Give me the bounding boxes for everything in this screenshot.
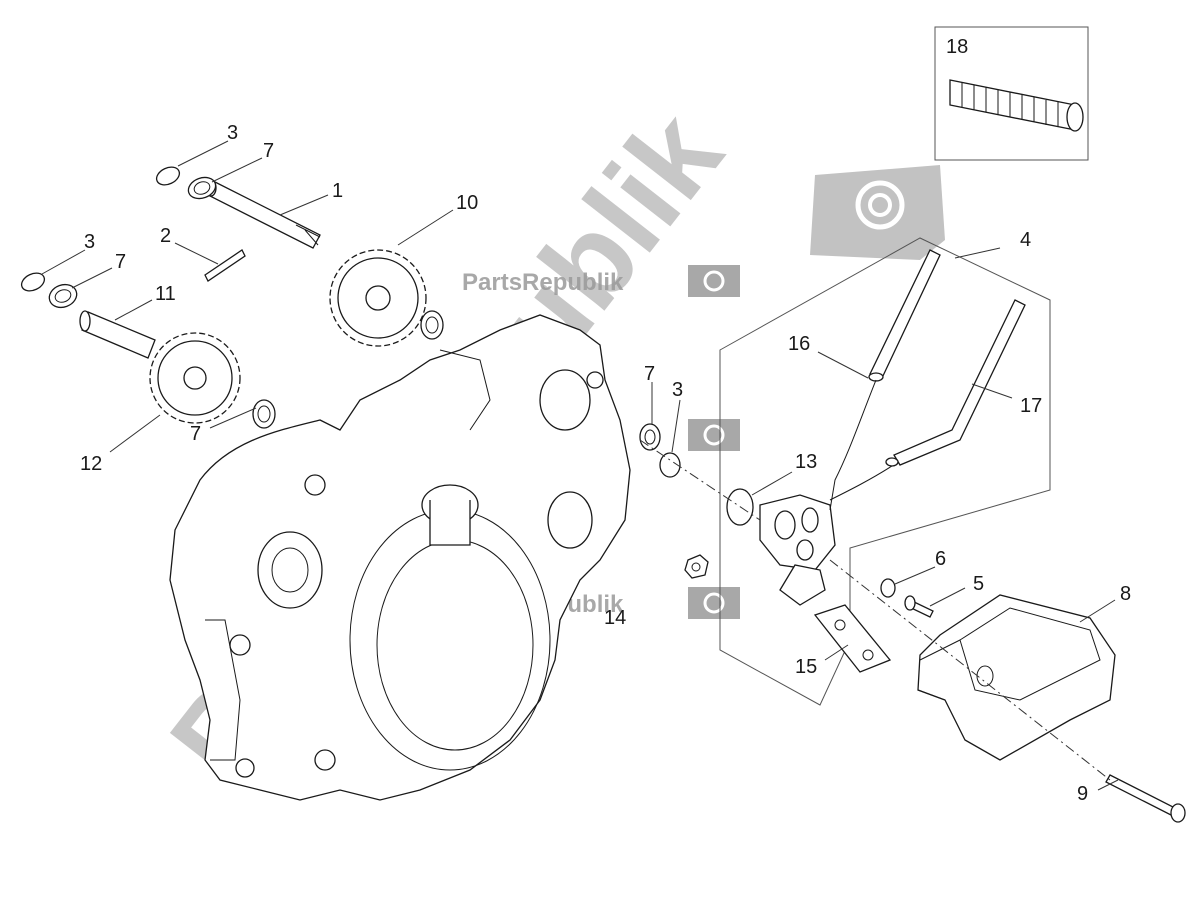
part-14-nut (684, 554, 709, 579)
part-5-screw (904, 595, 934, 618)
part-7-washer-left (48, 283, 78, 309)
part-9-bolt (1105, 774, 1186, 823)
callout-18: 18 (946, 36, 968, 58)
callout-7: 7 (190, 423, 201, 445)
part-4-kit-frame (719, 237, 1051, 706)
callout-7: 7 (115, 251, 126, 273)
callout-7: 7 (263, 140, 274, 162)
watermark-gear-icon (688, 587, 740, 619)
part-6-washer (880, 578, 896, 598)
callout-16: 16 (788, 333, 810, 355)
part-10-gear (329, 249, 427, 347)
callout-1: 1 (332, 180, 343, 202)
callout-15: 15 (795, 656, 817, 678)
watermark-gear-icon (688, 419, 740, 451)
callout-10: 10 (456, 192, 478, 214)
part-15-gasket (813, 604, 892, 673)
callout-14: 14 (604, 607, 626, 629)
part-3-circlip-right (659, 452, 681, 478)
part-7-washer-right (420, 310, 444, 340)
callout-8: 8 (1120, 583, 1131, 605)
part-8-pump-cover (917, 594, 1116, 761)
part-11-shaft (79, 310, 156, 359)
callout-4: 4 (1020, 229, 1031, 251)
callout-17: 17 (1020, 395, 1042, 417)
engine-side-cover (169, 314, 631, 801)
part-3-circlip-upper (155, 166, 181, 186)
callout-3: 3 (672, 379, 683, 401)
callout-5: 5 (973, 573, 984, 595)
callout-labels: 1 2 3 3 3 4 5 6 7 7 7 7 8 9 10 11 12 13 … (80, 36, 1131, 805)
part-17-hose (829, 299, 1026, 501)
watermark-gear-icon (688, 265, 740, 297)
large-watermark-gear-icon (810, 165, 945, 260)
callout-11: 11 (155, 283, 176, 305)
leader-lines (41, 140, 1119, 791)
part-2-pin (204, 249, 246, 282)
assembly-axis-line (639, 439, 761, 521)
oil-pump-body (759, 494, 836, 606)
spring-icon (949, 79, 1084, 132)
small-watermark-text: PartsRepublik (462, 269, 624, 296)
part-7-washer-center (639, 423, 661, 451)
callout-3: 3 (227, 122, 238, 144)
callout-12: 12 (80, 453, 102, 475)
callout-6: 6 (935, 548, 946, 570)
small-watermark-1: PartsRepublik (462, 265, 740, 297)
callout-7: 7 (644, 363, 655, 385)
part-18-spring-frame (934, 26, 1089, 161)
part-1-shaft (205, 179, 321, 249)
callout-9: 9 (1077, 783, 1088, 805)
part-12-gear (149, 332, 241, 424)
part-7-washer-upper (187, 176, 217, 200)
callout-2: 2 (160, 225, 171, 247)
part-3-circlip-left (20, 272, 46, 292)
callout-3: 3 (84, 231, 95, 253)
part-7-washer-lower (252, 399, 276, 429)
callout-13: 13 (795, 451, 817, 473)
part-16-hose (829, 249, 941, 511)
